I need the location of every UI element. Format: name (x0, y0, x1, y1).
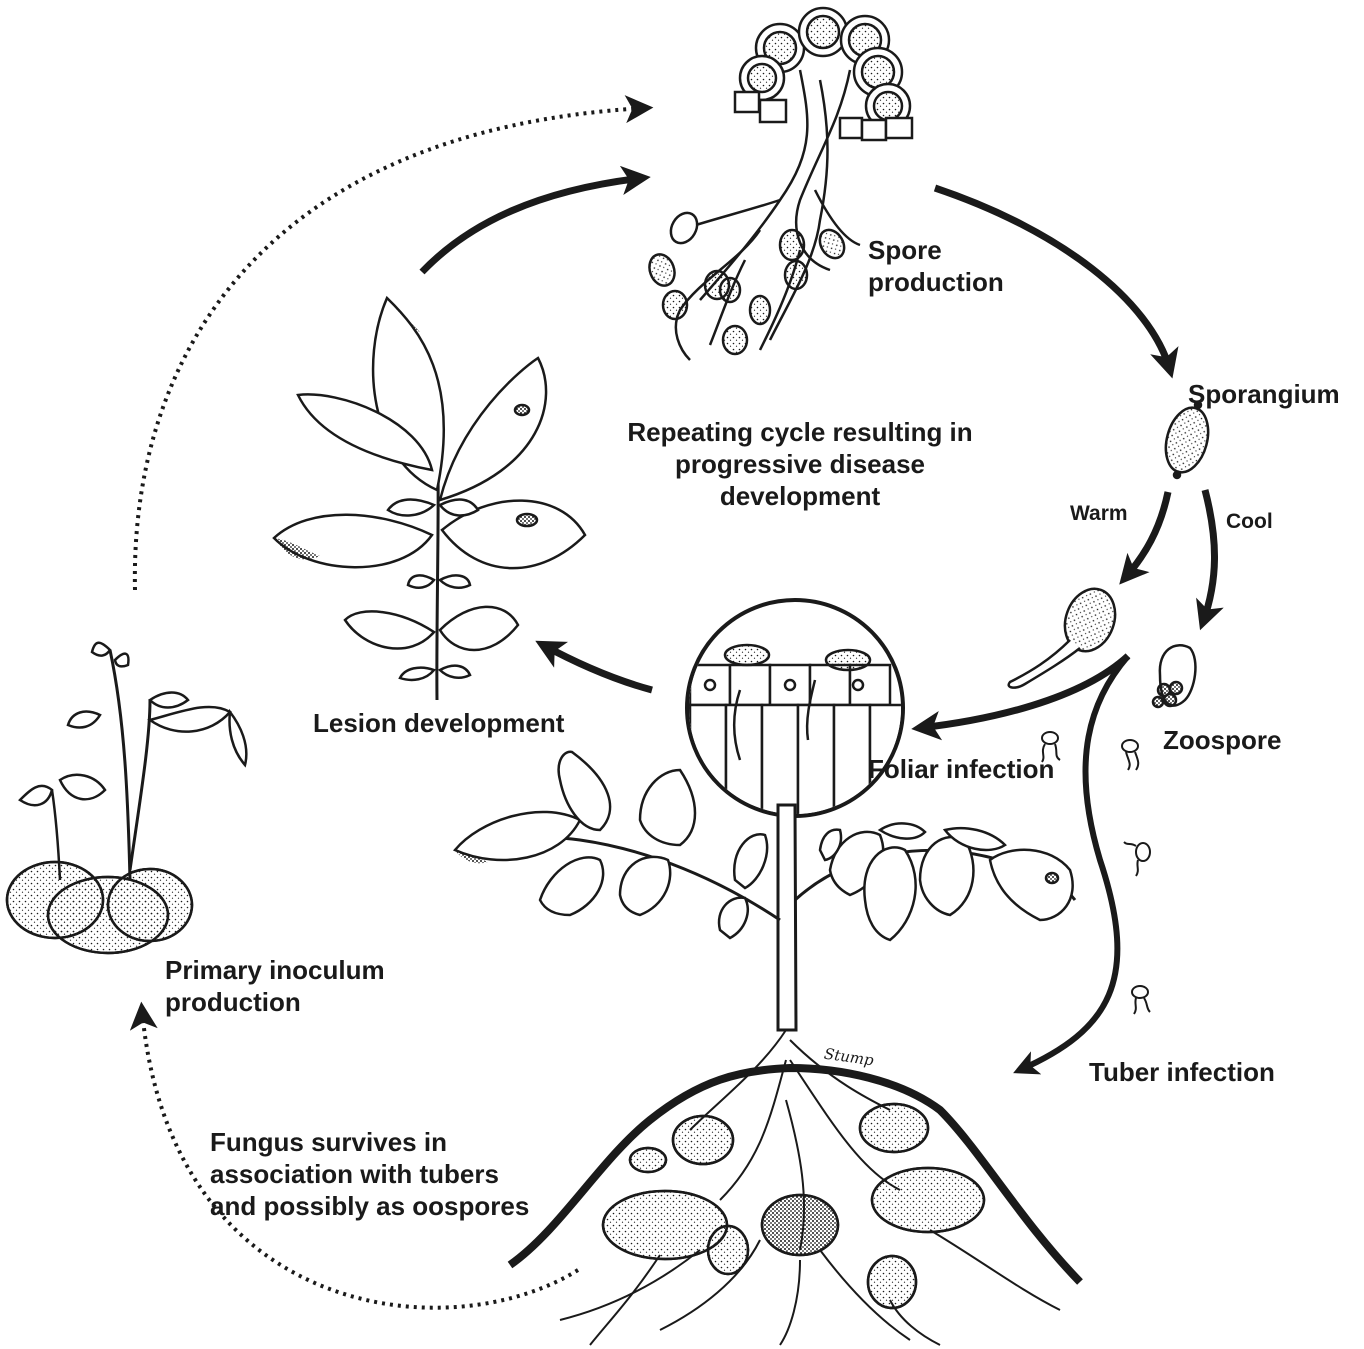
label-cool: Cool (1226, 509, 1273, 535)
infected-leaf-illustration (274, 298, 585, 700)
label-sporangium: Sporangium (1188, 378, 1340, 410)
arrow-warm (1125, 492, 1168, 578)
label-spore-production-line-2: production (868, 266, 1004, 298)
leaf-cells (735, 8, 912, 140)
label-primary-inoculum-line-1: Primary inoculum (165, 954, 385, 986)
zoospore-4 (1132, 986, 1150, 1014)
sporangium-illustration (1159, 402, 1215, 478)
label-zoospore: Zoospore (1163, 724, 1281, 756)
arrow-to-lesion (543, 645, 652, 690)
soil-hill-illustration (510, 1030, 1080, 1345)
label-foliar-infection: Foliar infection (868, 753, 1054, 785)
label-tuber-infection: Tuber infection (1089, 1056, 1275, 1088)
zoospore-3 (1124, 842, 1150, 876)
label-repeating-cycle-line-1: Repeating cycle resulting in (590, 416, 1010, 448)
label-primary-inoculum-line-2: production (165, 986, 385, 1018)
label-repeating-cycle-line-3: development (590, 480, 1010, 512)
label-fungus-survives-line-1: Fungus survives in (210, 1126, 529, 1158)
label-spore-production: Spore production (868, 234, 1004, 298)
label-spore-production-line-1: Spore (868, 234, 1004, 266)
label-warm: Warm (1070, 501, 1128, 527)
arrow-to-foliar (920, 656, 1128, 728)
label-primary-inoculum: Primary inoculum production (165, 954, 385, 1018)
label-fungus-survives-line-2: association with tubers (210, 1158, 529, 1190)
arrow-cool (1203, 490, 1215, 622)
label-repeating-cycle-line-2: progressive disease (590, 448, 1010, 480)
label-lesion-development: Lesion development (313, 707, 564, 739)
arrow-lesion-to-spores (422, 178, 642, 272)
label-fungus-survives-line-3: and possibly as oospores (210, 1190, 529, 1222)
sporangiophore-illustration (645, 8, 912, 360)
label-repeating-cycle: Repeating cycle resulting in progressive… (590, 416, 1010, 512)
zoospore-release (1153, 645, 1195, 707)
zoospore-2 (1122, 740, 1138, 770)
label-fungus-survives: Fungus survives in association with tube… (210, 1126, 529, 1222)
primary-inoculum-illustration (7, 643, 246, 953)
foliar-infection-inset (687, 600, 906, 825)
